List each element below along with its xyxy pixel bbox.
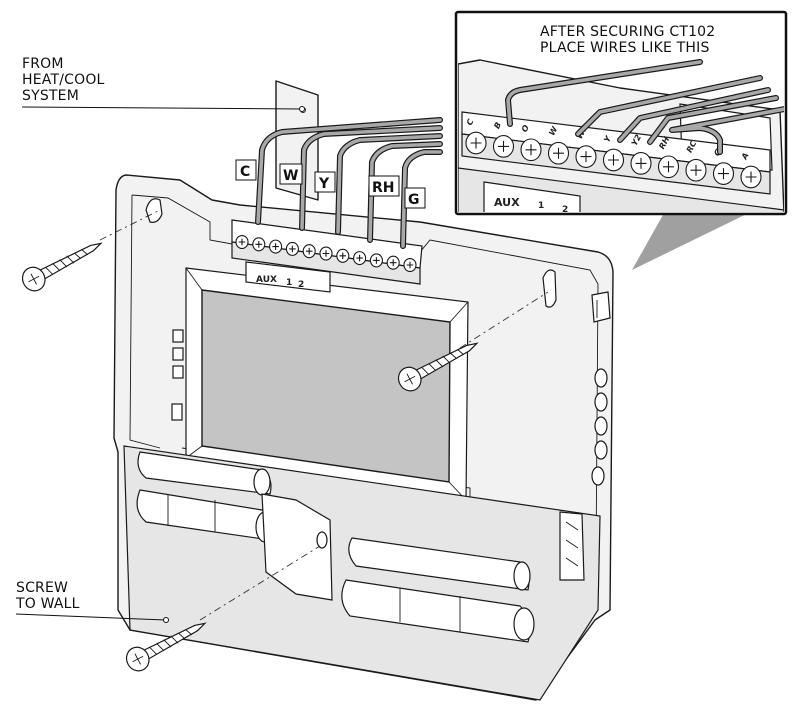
- wire-label-g: G: [404, 187, 426, 209]
- right-screw-slot: [542, 269, 557, 308]
- terminal-screw-rc: [369, 253, 383, 268]
- battery-divider: [261, 493, 333, 601]
- inset-terminal-label-y: Y: [602, 134, 613, 144]
- inset-terminal-screw-y: [602, 148, 625, 172]
- main-wires: [255, 117, 443, 249]
- side-hole-4: [594, 440, 608, 460]
- inset-terminal-screw-rh: [657, 155, 680, 179]
- aux-number-1: 1: [286, 278, 292, 288]
- lcd-corner-1: [185, 267, 203, 291]
- inset-aux-number-2: 2: [562, 205, 568, 215]
- inset-terminal-screw-w2: [575, 145, 597, 168]
- right-latch: [559, 511, 585, 581]
- backplate-left-rim: [129, 194, 161, 449]
- wire-label-rh: RH: [368, 175, 400, 197]
- side-hole-5: [591, 466, 605, 486]
- terminal-screw-o: [269, 239, 283, 254]
- inset-terminal-screw-w: [547, 141, 570, 165]
- latch-detail-2: [565, 539, 579, 549]
- battery-right-bottom: [341, 579, 535, 643]
- lcd-corner-2: [449, 301, 469, 323]
- terminal-screw-a: [403, 257, 417, 273]
- svg-text:W: W: [283, 168, 298, 184]
- wall-screw-bottom: [125, 622, 207, 672]
- inset-caption: AFTER SECURING CT102 PLACE WIRES LIKE TH…: [540, 24, 720, 56]
- terminal-screw-rh: [353, 251, 367, 266]
- screw-to-wall-leader: [15, 613, 167, 621]
- latch-detail-3: [565, 557, 579, 567]
- inset-terminal-screw-o: [520, 138, 542, 162]
- inset-aux-label: AUX: [494, 196, 520, 209]
- screw-path-bottom: [199, 545, 321, 621]
- heat-cool-leader: [21, 106, 303, 110]
- heat-cool-leader-dot: [299, 106, 305, 112]
- inset-terminal-screw-c: [465, 131, 487, 155]
- aux-strip: [245, 261, 331, 293]
- battery-right-top: [348, 537, 531, 591]
- inset-aux-number-1: 1: [538, 201, 544, 211]
- side-hole-3: [594, 416, 608, 436]
- screw-path-left: [99, 209, 161, 241]
- wall-screw-right: [397, 342, 479, 392]
- wall-screw-left: [21, 242, 103, 292]
- svg-text:C: C: [240, 164, 250, 180]
- inset-terminal-screw-b: [492, 135, 515, 158]
- side-hole-1: [594, 368, 608, 388]
- left-screw-slot: [145, 198, 163, 223]
- heat-cool-label: FROM HEAT/COOL SYSTEM: [22, 56, 109, 104]
- side-hole-2: [594, 392, 608, 412]
- center-screw-hole: [316, 531, 328, 549]
- screw-to-wall-label: SCREW TO WALL: [15, 580, 80, 612]
- wire-label-c: C: [235, 159, 257, 181]
- terminal-screw-w2: [302, 244, 316, 259]
- svg-text:Y: Y: [318, 176, 330, 192]
- terminal-screw-w: [285, 241, 299, 256]
- screw-to-wall-leader-dot: [163, 617, 169, 623]
- inset-terminal-label-b: B: [492, 121, 503, 131]
- inset-terminal-label-c: C: [465, 117, 476, 127]
- wire-label-w: W: [279, 163, 303, 185]
- inset-terminal-label-o: O: [520, 123, 531, 133]
- terminal-screw-y: [319, 246, 333, 261]
- battery-left-top: [137, 451, 272, 496]
- inset-pointer: [632, 206, 763, 270]
- side-tab-4: [171, 403, 183, 421]
- aux-number-2: 2: [298, 280, 304, 290]
- inset-terminal-screw-a: [740, 165, 762, 189]
- svg-text:G: G: [408, 192, 420, 208]
- screw-path-right: [459, 291, 549, 349]
- terminal-block: [231, 219, 423, 285]
- right-bracket: [591, 291, 611, 323]
- terminal-screw-b: [252, 237, 266, 252]
- inset-terminal-screw-rc: [685, 158, 707, 182]
- latch-detail-1: [565, 521, 579, 531]
- wire-label-y: Y: [314, 171, 336, 193]
- terminal-screw-y2: [336, 248, 350, 263]
- terminal-screw-c: [235, 234, 249, 250]
- side-tab-1: [172, 329, 184, 343]
- inset-terminal-label-a: A: [739, 151, 750, 162]
- aux-label: AUX: [256, 275, 277, 285]
- side-tab-3: [172, 365, 184, 379]
- inset-terminal-screw-y2: [630, 152, 652, 175]
- svg-text:RH: RH: [372, 180, 395, 196]
- inset-terminal-screw-g: [712, 162, 735, 185]
- side-tab-2: [172, 347, 184, 361]
- terminal-screw-g: [386, 255, 400, 270]
